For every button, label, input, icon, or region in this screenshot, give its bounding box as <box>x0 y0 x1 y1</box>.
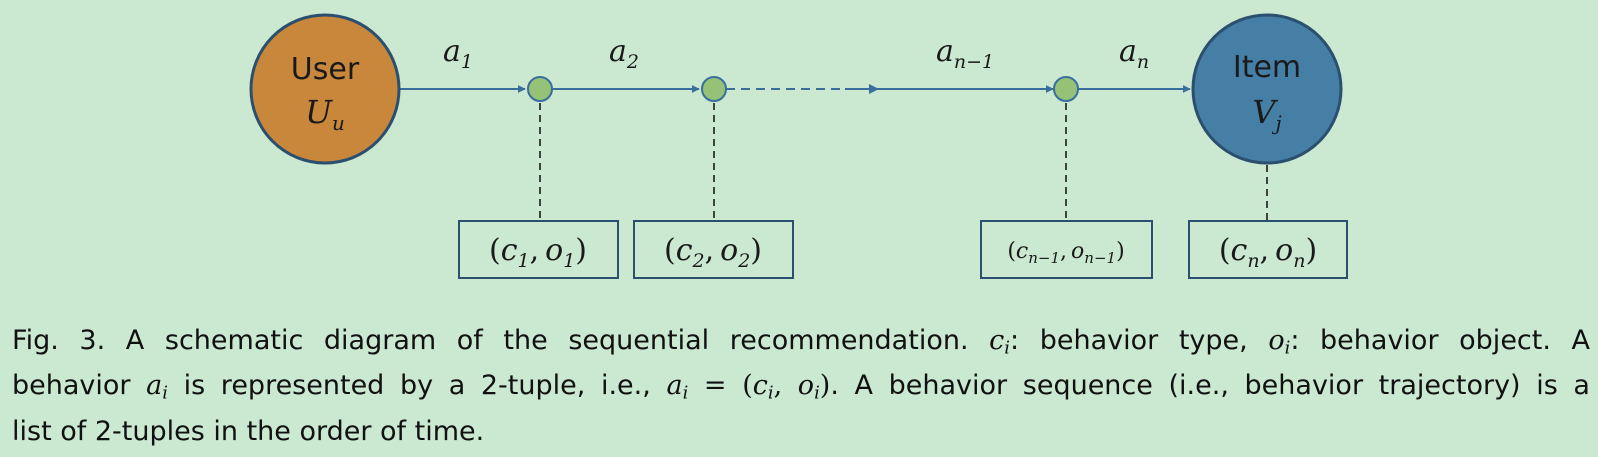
math-paren: ) <box>819 370 831 402</box>
math-equals: = <box>703 370 727 402</box>
tuple-text-1: (c1,o1) <box>489 233 587 272</box>
caption-line-2: behavior ai is represented by a 2-tuple,… <box>12 367 1590 412</box>
math-subscript: i <box>1004 337 1010 359</box>
math-paren: ( <box>742 370 753 402</box>
math-a: a <box>146 370 163 402</box>
tuple-box-n: (cn,on) <box>1188 220 1348 279</box>
math-subscript: i <box>767 382 774 404</box>
caption-text: list of 2-tuples in the order of time. <box>12 415 485 447</box>
math-subscript: i <box>1284 337 1291 359</box>
figure-caption: Fig. 3. A schematic diagram of the seque… <box>12 322 1590 451</box>
caption-text: A schematic diagram of the sequential re… <box>125 325 969 356</box>
behavior-node-3 <box>1053 76 1079 102</box>
action-label-2: a2 <box>609 34 639 73</box>
sequential-recommendation-diagram: User Uu Item Vj a1 a2 an−1 an (c1,o1) (c… <box>249 13 1348 279</box>
user-label: User <box>291 52 360 87</box>
caption-line-1: Fig. 3. A schematic diagram of the seque… <box>12 322 1590 367</box>
user-symbol: Uu <box>305 93 345 135</box>
arrowhead-mid <box>869 84 879 94</box>
item-node <box>1191 13 1343 165</box>
math-o: o <box>1268 325 1285 356</box>
tuple-text-2: (c2,o2) <box>664 233 762 272</box>
tuple-box-2: (c2,o2) <box>633 220 794 279</box>
math-a: a <box>666 370 683 402</box>
math-subscript: i <box>814 382 820 404</box>
math-comma: , <box>773 370 783 402</box>
action-label-n: an <box>1119 34 1149 73</box>
caption-text: : behavior type, <box>1010 325 1248 356</box>
caption-text: behavior <box>12 370 131 402</box>
tuple-text-n: (cn,on) <box>1219 233 1317 272</box>
math-c: c <box>752 370 768 402</box>
math-c: c <box>989 325 1005 356</box>
caption-text: . A behavior sequence (i.e., behavior tr… <box>830 370 1590 402</box>
tuple-text-n-1: (cn−1,on−1) <box>1007 239 1124 267</box>
action-label-1: a1 <box>443 34 473 73</box>
math-subscript: i <box>162 382 168 404</box>
user-node <box>249 13 401 165</box>
behavior-node-1 <box>527 76 553 102</box>
tuple-box-n-1: (cn−1,on−1) <box>980 220 1153 279</box>
item-symbol: Vj <box>1252 93 1281 135</box>
math-subscript: i <box>682 382 689 404</box>
math-o: o <box>797 370 815 402</box>
caption-text: : behavior object. A <box>1290 325 1591 356</box>
caption-text: is represented by a 2-tuple, i.e., <box>183 370 651 402</box>
tuple-box-1: (c1,o1) <box>458 220 619 279</box>
caption-line-3: list of 2-tuples in the order of time. <box>12 413 1590 451</box>
figure-label: Fig. 3. <box>12 325 106 356</box>
behavior-node-2 <box>701 76 727 102</box>
action-label-n-1: an−1 <box>936 34 994 73</box>
item-label: Item <box>1233 50 1301 85</box>
